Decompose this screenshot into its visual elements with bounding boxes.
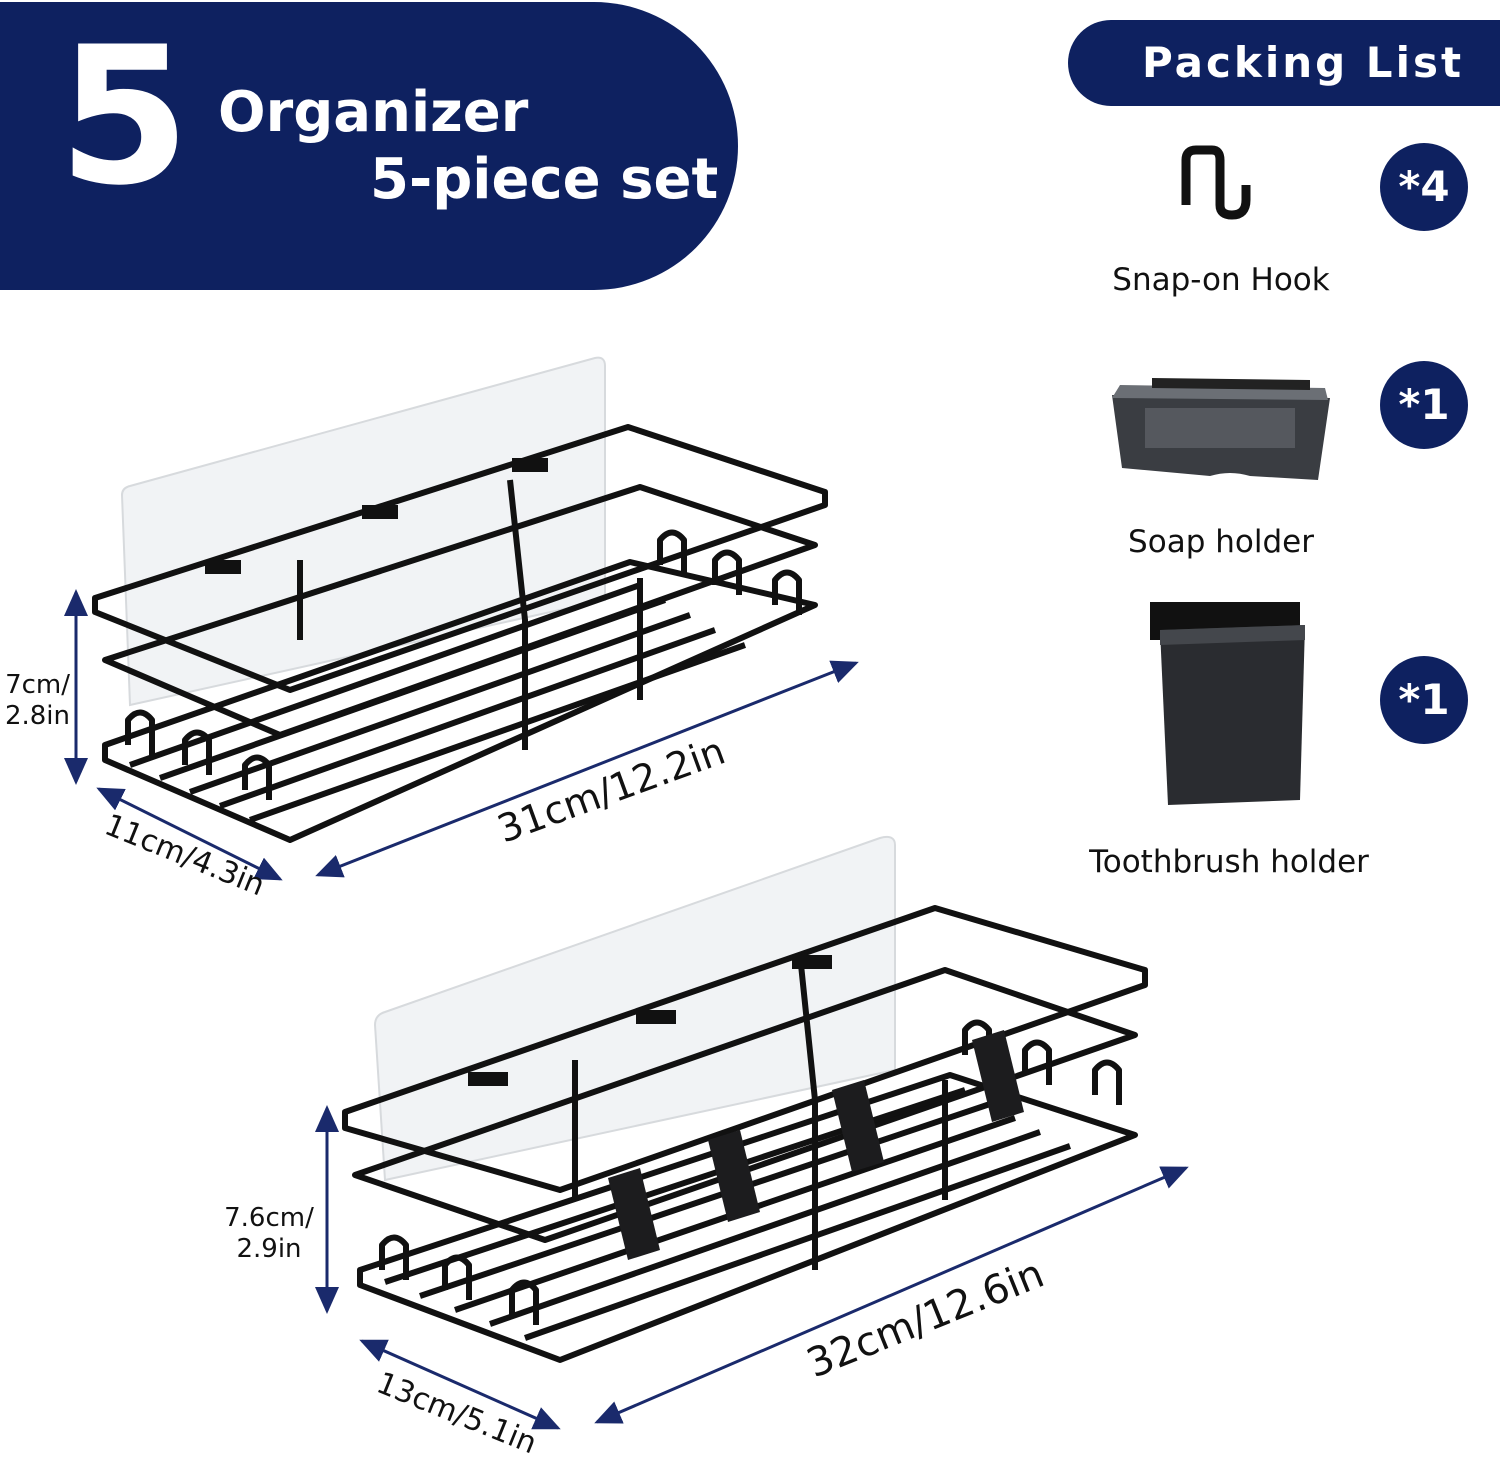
label-toothbrush: Toothbrush holder — [1089, 844, 1369, 880]
packing-list-title: Packing List — [1142, 38, 1465, 87]
basket-with-hooks-image — [342, 835, 1148, 1363]
snap-on-hook-icon — [1181, 145, 1251, 220]
toothbrush-holder-icon — [1150, 602, 1305, 805]
qty-badge-hook: *4 — [1380, 143, 1468, 231]
soap-holder-icon — [1112, 378, 1330, 480]
dimension-arrows — [64, 589, 1189, 1430]
packing-list-header: Packing List — [1068, 20, 1500, 106]
basket1-height-cm: 7cm/ — [5, 670, 70, 700]
basket2-height: 7.6cm/ 2.9in — [215, 1203, 323, 1265]
title-banner: 5 Organizer 5-piece set — [0, 2, 738, 290]
basket2-height-in: 2.9in — [236, 1234, 302, 1265]
label-hook: Snap-on Hook — [1112, 262, 1330, 298]
qty-badge-toothbrush: *1 — [1380, 656, 1468, 744]
qty-badge-soap: *1 — [1380, 361, 1468, 449]
basket2-height-cm: 7.6cm/ — [224, 1203, 314, 1233]
set-count: 5 — [58, 6, 191, 227]
title-line2: 5-piece set — [370, 147, 719, 212]
basket1-height: 7cm/ 2.8in — [0, 670, 70, 732]
basket1-height-in: 2.8in — [4, 701, 70, 732]
label-soap: Soap holder — [1128, 524, 1314, 560]
title-line1: Organizer — [218, 80, 529, 145]
